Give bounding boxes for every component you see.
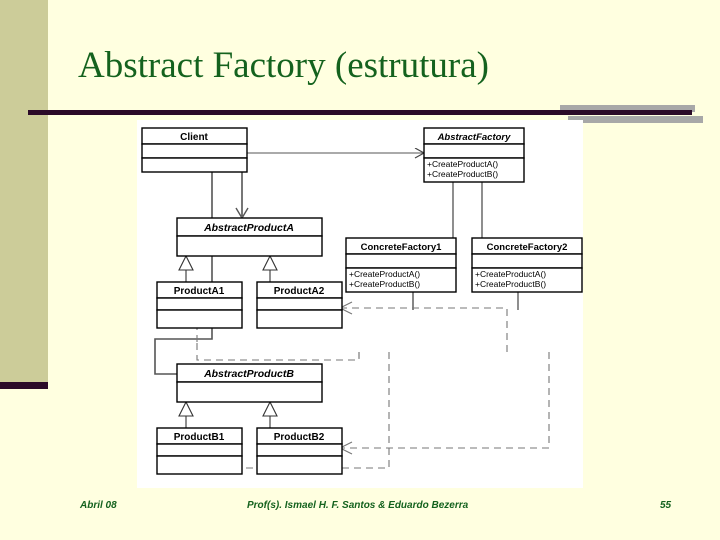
method-abstractfactory-0: +CreateProductA() <box>427 159 498 169</box>
uml-class-abstractfactory[interactable]: AbstractFactory +CreateProductA() +Creat… <box>423 127 525 183</box>
class-name-concretefactory2: ConcreteFactory2 <box>487 242 568 253</box>
slide-footer: Abril 08 Prof(s). Ismael H. F. Santos & … <box>0 500 720 520</box>
class-name-producta1: ProductA1 <box>174 286 225 297</box>
title-rule <box>28 110 692 115</box>
uml-class-concretefactory1[interactable]: ConcreteFactory1 +CreateProductA() +Crea… <box>345 237 457 293</box>
uml-class-client[interactable]: Client <box>141 127 248 173</box>
uml-diagram-svg: Client AbstractFactory +CreateProductA()… <box>141 127 583 475</box>
class-name-abstractfactory: AbstractFactory <box>437 132 512 143</box>
footer-page-number: 55 <box>660 500 672 511</box>
method-abstractfactory-1: +CreateProductB() <box>427 169 498 179</box>
class-name-producta2: ProductA2 <box>274 286 325 297</box>
title-rule-shadow-lower <box>568 116 703 123</box>
uml-class-producta1[interactable]: ProductA1 <box>156 281 243 329</box>
footer-authors: Prof(s). Ismael H. F. Santos & Eduardo B… <box>247 500 469 511</box>
class-name-productb2: ProductB2 <box>274 432 325 443</box>
uml-class-productb1[interactable]: ProductB1 <box>156 427 243 475</box>
left-accent-band <box>0 0 48 382</box>
title-rule-shadow-upper <box>560 105 695 112</box>
class-name-productb1: ProductB1 <box>174 432 225 443</box>
footer-date: Abril 08 <box>80 500 117 511</box>
page-title: Abstract Factory (estrutura) <box>78 45 489 86</box>
left-accent-band-cap <box>0 382 48 389</box>
method-concretefactory1-1: +CreateProductB() <box>349 279 420 289</box>
class-name-abstractproducta: AbstractProductA <box>203 222 294 234</box>
class-name-concretefactory1: ConcreteFactory1 <box>361 242 442 253</box>
uml-class-concretefactory2[interactable]: ConcreteFactory2 +CreateProductA() +Crea… <box>471 237 583 293</box>
connector-dependency-cf2-productb2 <box>338 352 550 455</box>
uml-class-abstractproducta[interactable]: AbstractProductA <box>176 217 323 257</box>
method-concretefactory2-1: +CreateProductB() <box>475 279 546 289</box>
class-name-abstractproductb: AbstractProductB <box>203 368 294 380</box>
connector-dependency-cf2-producta2 <box>338 301 508 352</box>
uml-class-producta2[interactable]: ProductA2 <box>256 281 343 329</box>
uml-diagram-panel: Client AbstractFactory +CreateProductA()… <box>137 120 583 488</box>
connector-client-abstractproducta <box>235 172 249 220</box>
class-name-client: Client <box>180 132 208 143</box>
method-concretefactory2-0: +CreateProductA() <box>475 269 546 279</box>
connector-generalization-productb <box>178 400 278 428</box>
method-concretefactory1-0: +CreateProductA() <box>349 269 420 279</box>
connector-generalization-producta <box>178 254 278 282</box>
uml-class-productb2[interactable]: ProductB2 <box>256 427 343 475</box>
uml-class-abstractproductb[interactable]: AbstractProductB <box>176 363 323 403</box>
